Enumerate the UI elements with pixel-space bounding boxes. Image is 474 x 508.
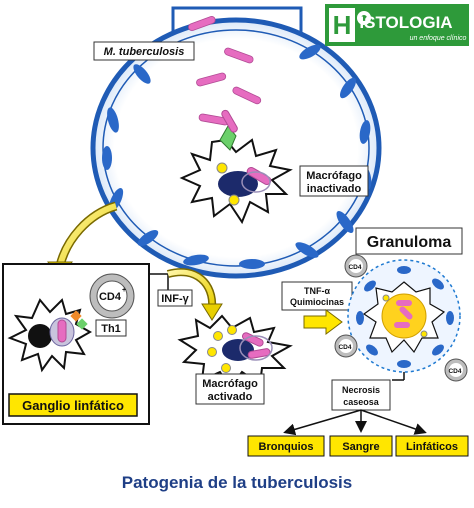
branch-bronquios (283, 409, 362, 436)
inf-gamma-label: INF-γ (161, 293, 189, 305)
branch-linfaticos (360, 409, 427, 435)
th1-label: Th1 (101, 323, 121, 335)
inactive-macrophage-label-box: Macrófago inactivado (299, 165, 369, 197)
cd4-label: CD4 (99, 291, 122, 303)
cd4-badge-1-label: CD4 (348, 264, 361, 271)
dest-linfaticos-label: Linfáticos (406, 441, 458, 453)
histologia-logo: H ISTOLOGIA un enfoque clínico (325, 4, 469, 46)
tnf-label: TNF-α (304, 286, 330, 296)
inactive-macrophage-label-2: inactivado (307, 183, 362, 195)
activated-macrophage-label-2: activado (208, 391, 253, 403)
dest-bronquios-label: Bronquios (259, 441, 314, 453)
dest-sangre: Sangre (329, 435, 393, 457)
dest-bronquios: Bronquios (247, 435, 325, 457)
necrosis-box: Necrosis caseosa (331, 379, 391, 411)
dest-linfaticos: Linfáticos (395, 435, 469, 457)
necrosis-label-2: caseosa (343, 397, 380, 407)
cd4-badge-1: CD4 (344, 254, 368, 278)
tnf-box: TNF-α Quimiocinas (281, 281, 353, 311)
logo-letter: H (333, 10, 352, 40)
caption: Patogenia de la tuberculosis (122, 473, 353, 492)
cd4-badge-3-label: CD4 (448, 368, 461, 375)
dest-sangre-label: Sangre (342, 441, 379, 453)
arrow-activation (167, 269, 215, 309)
granuloma (347, 259, 461, 373)
cd4-badge-2-label: CD4 (338, 344, 351, 351)
bacteria-rods (188, 16, 262, 126)
granuloma-title-box: Granuloma (355, 227, 463, 255)
necrosis-label-1: Necrosis (342, 385, 380, 395)
cd4-badge-3: CD4 (444, 358, 468, 382)
bacteria-label: M. tuberculosis (104, 46, 185, 58)
bacteria-label-box: M. tuberculosis (93, 41, 195, 61)
cd4-tcell: CD4 + (89, 273, 135, 319)
granuloma-title: Granuloma (367, 234, 452, 251)
arrow-to-lymph (57, 203, 117, 267)
cd4-badge-2: CD4 (334, 334, 358, 358)
lymph-node-label: Ganglio linfático (22, 398, 124, 413)
activated-macrophage (177, 314, 293, 390)
activated-macrophage-label-box: Macrófago activado (195, 373, 265, 405)
arrow-activation-head (201, 303, 223, 321)
arrow-to-granuloma (303, 309, 343, 335)
inactive-macrophage (179, 109, 293, 225)
inactive-macrophage-label-1: Macrófago (306, 170, 362, 182)
th1-label-box: Th1 (95, 319, 127, 337)
cd4-sup: + (122, 287, 126, 294)
logo-text: ISTOLOGIA (359, 13, 452, 32)
activated-macrophage-label-1: Macrófago (202, 378, 258, 390)
logo-tagline: un enfoque clínico (410, 35, 467, 42)
chemokines-label: Quimiocinas (290, 297, 344, 307)
lymph-node-label-box: Ganglio linfático (8, 393, 138, 417)
inf-gamma-box: INF-γ (157, 289, 193, 307)
